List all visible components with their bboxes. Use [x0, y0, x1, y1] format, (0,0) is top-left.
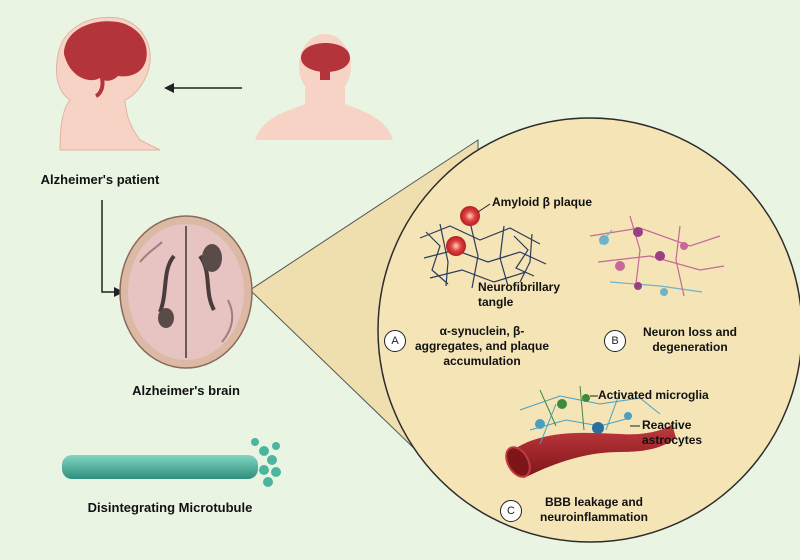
astrocyte-3	[624, 412, 632, 420]
astrocyte-2	[592, 422, 604, 434]
neuron-3	[655, 251, 665, 261]
badge-c: C	[500, 500, 522, 522]
astrocytes-label-line-1: Reactive	[642, 418, 692, 432]
astrocyte-1	[535, 419, 545, 429]
label-a: α-synuclein, β- aggregates, and plaque a…	[412, 324, 552, 369]
label-b: Neuron loss and degeneration	[630, 325, 750, 355]
badge-a: A	[384, 330, 406, 352]
label-b-line-2: degeneration	[652, 340, 728, 354]
neuron-4	[615, 261, 625, 271]
microtubule-label: Disintegrating Microtubule	[87, 500, 253, 515]
microtubule	[62, 438, 281, 487]
astrocytes-label-line-2: astrocytes	[642, 433, 703, 447]
microglia-1	[557, 399, 567, 409]
microglia-2	[582, 394, 590, 402]
amyloid-pointer	[477, 203, 491, 213]
neuron-1	[599, 235, 609, 245]
astrocytes-label: Reactive astrocytes	[642, 418, 742, 448]
patient-profile	[56, 16, 161, 151]
tangle-label-line-2: tangle	[478, 295, 514, 309]
amyloid-label: Amyloid β plaque	[492, 195, 593, 209]
patient-brain	[64, 21, 147, 81]
label-a-line-3: accumulation	[443, 354, 521, 368]
label-b-line-1: Neuron loss and	[642, 325, 737, 339]
label-c-line-1: BBB leakage and	[544, 495, 644, 509]
arrowhead-left	[164, 83, 174, 93]
patient-label: Alzheimer's patient	[40, 172, 160, 187]
frontal-person	[255, 34, 393, 140]
label-c: BBB leakage and neuroinflammation	[524, 495, 664, 525]
glia-network	[519, 385, 661, 445]
arrowhead-right	[114, 287, 124, 297]
label-a-line-1: α-synuclein, β-	[439, 324, 525, 338]
blood-vessel	[505, 424, 676, 478]
badge-b: B	[604, 330, 626, 352]
brain-cross-section	[119, 215, 253, 369]
amyloid-plaque-1	[460, 206, 480, 226]
arrow-to-brain	[101, 200, 116, 293]
label-c-line-2: neuroinflammation	[539, 510, 648, 524]
neuron-2	[633, 227, 643, 237]
tangle-label: Neurofibrillary tangle	[478, 280, 598, 310]
neuron-network	[589, 215, 725, 297]
frontal-brain	[301, 43, 350, 72]
neuron-5	[680, 242, 688, 250]
brain-label: Alzheimer's brain	[132, 383, 240, 398]
label-a-line-2: aggregates, and plaque	[414, 339, 550, 353]
neuron-6	[660, 288, 668, 296]
zoom-circle	[377, 117, 800, 543]
tangle-cluster	[419, 221, 547, 289]
neuron-7	[634, 282, 642, 290]
amyloid-plaque-2	[446, 236, 466, 256]
microglia-label: Activated microglia	[598, 388, 709, 402]
tangle-label-line-1: Neurofibrillary	[478, 280, 561, 294]
